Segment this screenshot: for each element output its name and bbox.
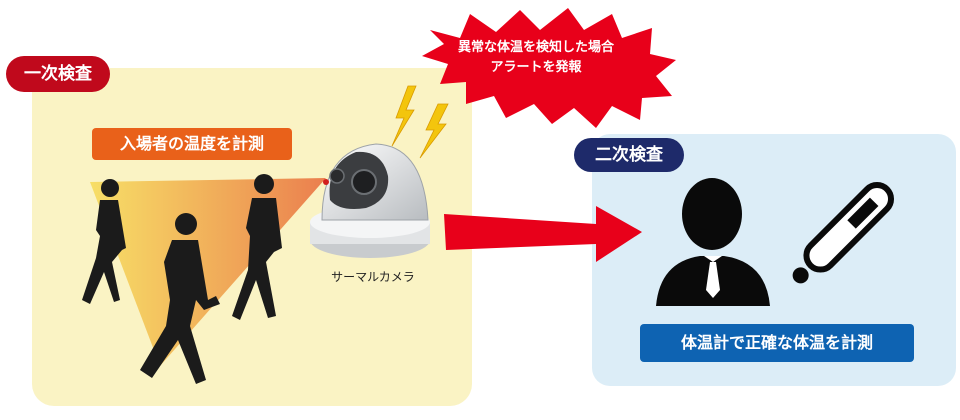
first-inspection-label: 一次検査 [6, 56, 110, 92]
second-inspection-label: 二次検査 [574, 138, 684, 172]
camera-caption: サーマルカメラ [331, 270, 415, 284]
person-icon [656, 178, 770, 306]
walking-person-icon [232, 174, 282, 320]
arrow-right-icon [444, 206, 642, 262]
lightning-icon [391, 85, 449, 159]
walking-person-icon [140, 213, 220, 384]
temperature-measure-label: 入場者の温度を計測 [92, 128, 292, 160]
thermometer-icon [792, 181, 895, 284]
alert-line-2: アラートを発報 [490, 60, 582, 75]
thermal-camera-icon [310, 143, 430, 258]
alert-burst-icon [422, 8, 676, 128]
alert-text: 異常な体温を検知した場合 アラートを発報 [426, 38, 646, 78]
walking-person-icon [82, 179, 126, 304]
thermometer-measure-label: 体温計で正確な体温を計測 [640, 324, 914, 362]
alert-line-1: 異常な体温を検知した場合 [457, 40, 614, 55]
sensing-beam [90, 178, 326, 366]
